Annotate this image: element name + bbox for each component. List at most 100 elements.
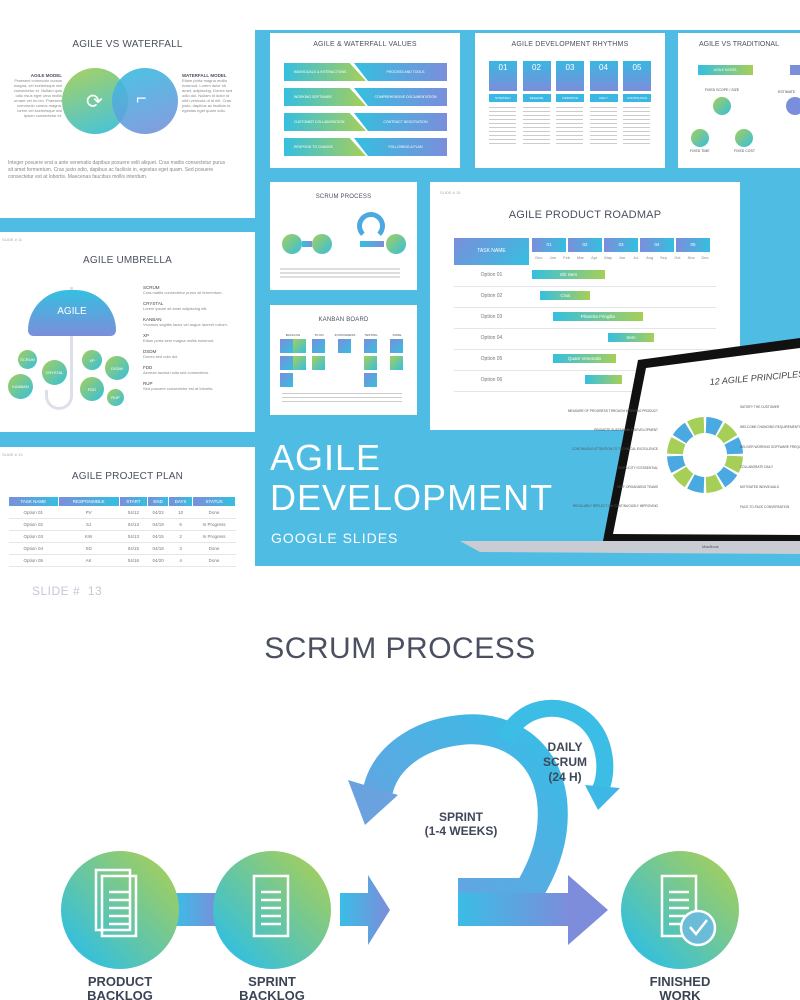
donut-segment — [716, 466, 738, 488]
row-divider — [454, 370, 716, 371]
node-label: BACKLOG — [239, 988, 305, 1000]
rhythm-card: 02 — [522, 61, 551, 91]
table-cell: KW — [84, 534, 93, 539]
task-name: Option 05 — [480, 356, 503, 362]
kanban-card — [293, 339, 306, 353]
laptop-brand: MacBook — [702, 544, 719, 549]
table-cell: 04/20 — [152, 558, 164, 563]
table-cell: Option 05 — [23, 558, 44, 563]
traditional-model-bar — [790, 65, 800, 75]
slide-title: AGILE PROJECT PLAN — [71, 471, 184, 482]
node-label: WORK — [659, 988, 701, 1000]
kanban-card — [280, 339, 293, 353]
rhythm-card: 03 — [556, 61, 584, 91]
umbrella-item-heading: SCRUM — [143, 285, 160, 290]
waterfall-circle — [112, 68, 178, 134]
umbrella-bubble: SCRUM — [18, 350, 37, 369]
kanban-card — [338, 339, 351, 353]
table-cell: SD — [85, 546, 92, 551]
laptop-mockup: MacBook 12 AGILE PRINCIPLES MEASURE OF P… — [460, 338, 800, 554]
to-sprint-arrow — [340, 875, 390, 945]
principle-label: WELCOME CHANGING REQUIREMENTS — [740, 425, 800, 429]
table-cell: Option 02 — [23, 522, 44, 527]
value-agile: WORKING SOFTWARE — [284, 88, 366, 106]
table-cell: Option 03 — [23, 534, 44, 539]
daily-scrum-loop-arrow — [497, 699, 614, 794]
sprint-loop-arrow — [363, 714, 568, 908]
rhythm-text-lines — [522, 107, 550, 147]
table-cell: Done — [208, 546, 220, 551]
kanban-card — [390, 356, 403, 370]
node-circle — [61, 851, 179, 969]
rhythm-label: ITERATION — [556, 94, 584, 102]
kanban-card — [390, 339, 403, 353]
gantt-bar: Cras — [540, 291, 591, 300]
umbrella-item-heading: XP — [143, 333, 150, 338]
node-label: PRODUCT — [88, 974, 152, 989]
umbrella-handle — [45, 390, 73, 410]
kanban-card — [364, 339, 377, 353]
task-name-header: TASK NAME — [454, 238, 529, 265]
node-circle — [213, 851, 331, 969]
task-name: Option 04 — [480, 335, 503, 341]
table-cell: Option 04 — [23, 546, 44, 551]
month-label: Jul — [633, 255, 639, 260]
slide-num: 13 — [87, 584, 103, 598]
quarter-header: 04 — [640, 238, 674, 252]
scrum-diagram: SPRINT (1-4 WEEKS) DAILY SCRUM (24 H) PR… — [61, 699, 739, 1000]
sprint-duration-label: (1-4 WEEKS) — [425, 824, 498, 838]
node-label: ESTIMATE — [778, 90, 796, 94]
table-header: START — [118, 496, 149, 507]
month-label: Feb — [563, 255, 571, 260]
task-name: Option 01 — [480, 272, 503, 278]
document-icon — [100, 874, 138, 938]
slide-agile-vs-traditional: AGILE VS TRADITIONAL AGILE MODEL FIXED S… — [678, 33, 800, 168]
task-name: Option 03 — [480, 314, 503, 320]
month-label: Jan — [549, 255, 556, 260]
rhythm-label: RELEASE — [522, 94, 551, 102]
kanban-column-header: BACKLOG — [285, 333, 301, 337]
laptop-screen — [613, 348, 800, 535]
slide-title: AGILE UMBRELLA — [83, 255, 172, 266]
principle-label: PROMOTE SUSTAINABLE DEVELOPMENT — [594, 428, 658, 432]
slide-title: KANBAN BOARD — [318, 317, 369, 323]
table-cell: 04/12 — [127, 510, 139, 515]
umbrella-item-text: Lorem ipsum sit amet adipiscing elit. — [143, 306, 208, 311]
umbrella-bubble: RUP — [107, 389, 124, 406]
agile-model-heading: AGILE MODEL — [30, 73, 62, 78]
umbrella-item-text: Vivamus sagittis lacus vel augue laoreet… — [143, 322, 228, 327]
node-label: FIXED SCOPE / SIZE — [704, 88, 740, 92]
kanban-card — [293, 356, 306, 370]
row-divider — [454, 328, 716, 329]
rhythm-text-lines — [556, 107, 583, 147]
table-cell: 04/16 — [127, 558, 139, 563]
umbrella-item-heading: RUP — [143, 381, 153, 386]
month-label: Oct — [674, 255, 681, 260]
waterfall-model-text: Etiam porta magna mollis euismod. Lorem … — [182, 78, 233, 113]
node-circle — [735, 129, 753, 147]
product-backlog-circle — [282, 234, 302, 254]
scrum-label: SCRUM — [543, 755, 587, 769]
donut-segment — [705, 474, 723, 493]
umbrella-bubble: CRYSTAL — [42, 360, 67, 385]
sprint-loop-arrow — [357, 212, 385, 240]
principle-label: MOTIVATED INDIVIDUALS — [740, 485, 779, 489]
sprint-loop-arrowhead — [348, 780, 398, 825]
node-circle — [786, 97, 800, 115]
slide-title: AGILE VS WATERFALL — [72, 39, 183, 50]
rhythm-text-lines — [623, 107, 650, 147]
kanban-column-header: TO DO — [314, 333, 324, 337]
table-cell: AK — [85, 558, 92, 563]
stairs-icon: ⌐ — [136, 88, 147, 108]
value-agile: INDIVIDUALS & INTERACTIONS — [284, 63, 366, 81]
table-header: END — [147, 496, 170, 507]
slide-scrum-process-thumb: SCRUM PROCESS — [270, 182, 417, 290]
